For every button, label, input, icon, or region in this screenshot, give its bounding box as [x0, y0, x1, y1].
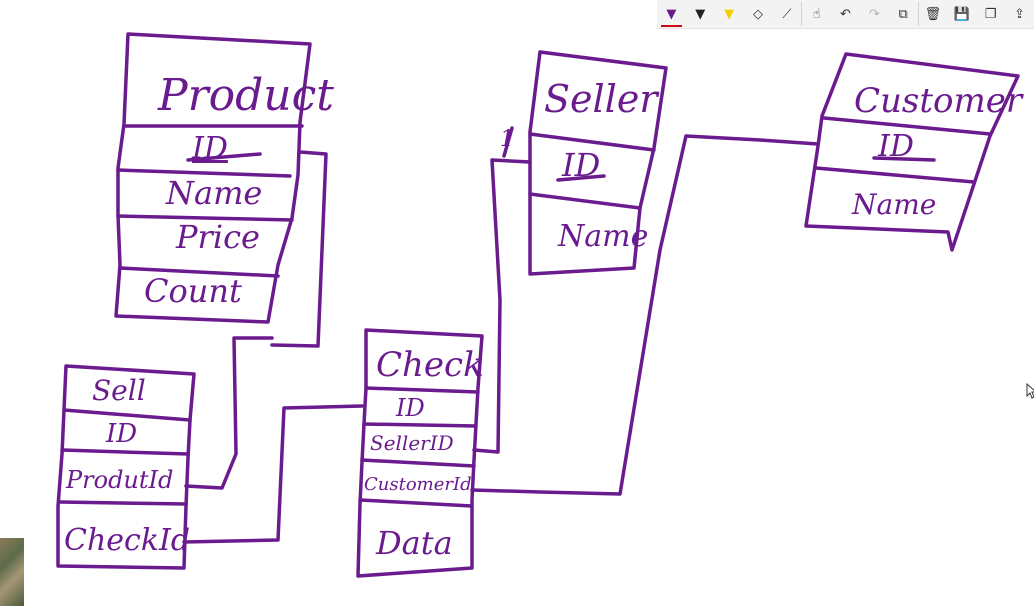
entity-customer: Customer ID Name: [804, 52, 1024, 252]
product-field-price: Price: [175, 218, 260, 256]
connector-sell-checkid-to-check: [182, 404, 364, 544]
product-side-bracket: [270, 150, 328, 348]
check-divider: [358, 498, 474, 508]
product-title: Product: [157, 70, 334, 121]
sell-field-id: ID: [105, 419, 137, 449]
sell-box-outline: [56, 364, 196, 570]
ink-toolbar: ▼ ▼ ▼ ◇ ⟋ ☝ ↶ ↷ ⧉ 🗑 💾 ❐ ⇪: [657, 0, 1034, 29]
customer-divider: [814, 166, 976, 184]
product-divider: [118, 266, 280, 278]
delete-icon[interactable]: 🗑: [924, 6, 942, 22]
eraser-icon[interactable]: ◇: [753, 6, 763, 22]
product-field-name: Name: [165, 174, 262, 212]
product-field-count: Count: [144, 272, 242, 310]
customer-divider: [822, 116, 992, 136]
customer-field-name: Name: [851, 188, 936, 221]
seller-id-underline: [556, 174, 606, 182]
connector-check-sellerid-to-seller: [472, 158, 532, 454]
ruler-icon[interactable]: ⟋: [782, 6, 792, 22]
check-field-id: ID: [395, 394, 425, 422]
mouse-cursor-icon: [1026, 383, 1034, 399]
customer-title: Customer: [854, 81, 1024, 121]
product-divider: [116, 214, 294, 222]
save-icon[interactable]: 💾: [953, 6, 970, 22]
sell-divider: [60, 448, 190, 456]
seller-one-tick: [502, 126, 514, 158]
product-id-underline: [186, 152, 262, 162]
toolbar-separator: [801, 2, 803, 26]
copy-icon[interactable]: ❐: [984, 6, 997, 22]
check-field-data: Data: [375, 524, 453, 562]
share-icon[interactable]: ⇪: [1014, 6, 1025, 22]
ballpoint-pen-icon[interactable]: ▼: [657, 0, 686, 28]
entity-check: Check ID SellerID CustomerId Data: [356, 328, 484, 578]
toolbar-separator: [917, 2, 919, 26]
seller-title: Seller: [544, 77, 660, 121]
seller-field-name: Name: [557, 219, 648, 254]
connector-check-customerid-to-customer: [470, 134, 820, 496]
redo-icon[interactable]: ↷: [868, 6, 880, 22]
customer-box-outline: [804, 52, 1020, 252]
crop-icon[interactable]: ⧉: [898, 6, 908, 22]
webcam-thumbnail: [0, 538, 24, 606]
check-divider: [362, 422, 478, 428]
check-divider: [364, 386, 480, 394]
check-field-customerid: CustomerId: [364, 474, 472, 495]
seller-box-outline: [528, 50, 668, 276]
touch-writing-icon[interactable]: ☝: [812, 6, 821, 22]
seller-divider: [528, 192, 642, 210]
check-field-sellerid: SellerID: [370, 431, 454, 455]
sell-field-checkid: CheckId: [64, 523, 190, 558]
sell-title: Sell: [92, 374, 146, 407]
seller-divider: [528, 132, 656, 152]
pencil-icon[interactable]: ▼: [695, 6, 706, 22]
highlighter-icon[interactable]: ▼: [724, 6, 735, 22]
check-divider: [360, 458, 476, 468]
entity-product: Product ID Name Price Count: [114, 32, 334, 348]
undo-icon[interactable]: ↶: [840, 6, 851, 22]
check-title: Check: [376, 345, 484, 385]
sell-divider: [58, 500, 188, 506]
entity-sell: Sell ID ProdutId CheckId: [56, 364, 196, 570]
customer-id-underline: [872, 156, 936, 162]
product-box-outline: [114, 32, 312, 324]
product-divider: [116, 168, 292, 178]
connector-sell-productid-to-product: [184, 336, 274, 490]
sell-field-productid: ProdutId: [65, 466, 173, 494]
sell-divider: [62, 408, 192, 422]
